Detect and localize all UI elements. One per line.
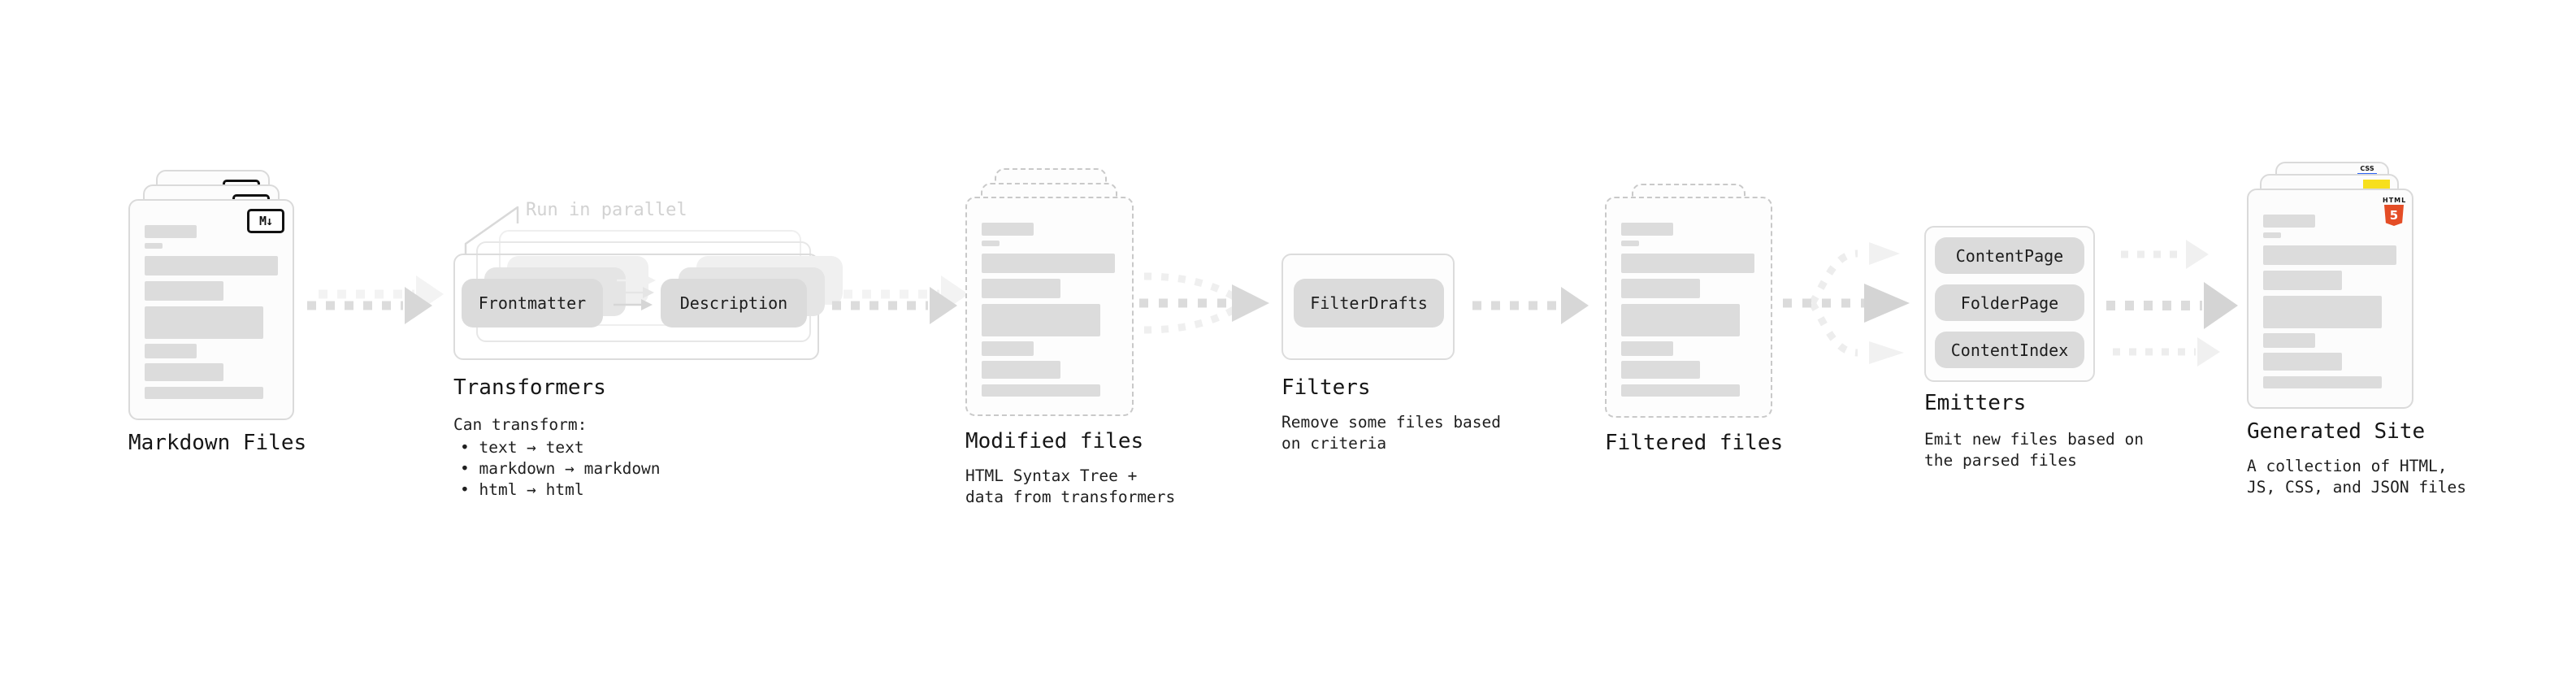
text-placeholder-bar bbox=[982, 241, 1000, 246]
filters-subtitle: on criteria bbox=[1281, 434, 1387, 453]
parallel-arrow-icon bbox=[614, 299, 653, 310]
flow-arrow-merge-to-filters bbox=[1139, 272, 1269, 334]
text-placeholder-bar bbox=[982, 223, 1034, 236]
transformers-bullet: • html → html bbox=[460, 480, 584, 499]
transformers-caption: Can transform: bbox=[453, 415, 588, 434]
site-file-card-front: HTML 5 bbox=[2247, 189, 2413, 409]
text-placeholder-bar bbox=[145, 281, 223, 301]
stage-title-emitters: Emitters bbox=[1924, 391, 2027, 415]
flow-arrow-fork-to-emitters bbox=[1783, 242, 1910, 364]
flow-arrow-filters-to-filtered bbox=[1472, 283, 1589, 328]
filters-subtitle: Remove some files based bbox=[1281, 413, 1502, 432]
parallel-arrow-icon bbox=[617, 275, 656, 286]
text-placeholder-bar bbox=[2263, 271, 2342, 290]
text-placeholder-bar bbox=[2263, 296, 2382, 328]
stage-title-generated-site: Generated Site bbox=[2247, 419, 2426, 444]
html5-icon: HTML 5 bbox=[2383, 197, 2405, 226]
text-placeholder-bar bbox=[2263, 245, 2396, 265]
text-placeholder-bar bbox=[145, 306, 263, 339]
contentindex-pill: ContentIndex bbox=[1935, 332, 2084, 368]
description-pill: Description bbox=[661, 279, 807, 327]
javascript-icon bbox=[2363, 180, 2390, 191]
contentpage-pill: ContentPage bbox=[1935, 237, 2084, 274]
stage-title-filters: Filters bbox=[1281, 375, 1371, 400]
text-placeholder-bar bbox=[2263, 215, 2315, 228]
emitters-subtitle: the parsed files bbox=[1924, 451, 2077, 470]
text-placeholder-bar bbox=[982, 341, 1034, 356]
generated-site-subtitle: A collection of HTML, bbox=[2247, 457, 2448, 475]
generated-site-subtitle: JS, CSS, and JSON files bbox=[2247, 478, 2467, 497]
text-placeholder-bar bbox=[145, 243, 163, 249]
text-placeholder-bar bbox=[982, 279, 1060, 298]
parallel-arrow-icon bbox=[615, 287, 654, 298]
modified-file-card-front bbox=[965, 197, 1134, 416]
text-placeholder-bar bbox=[1621, 223, 1673, 236]
stage-title-markdown-files: Markdown Files bbox=[128, 431, 307, 455]
markdown-icon: M↓ bbox=[247, 209, 284, 233]
text-placeholder-bar bbox=[1621, 254, 1754, 273]
text-placeholder-bar bbox=[145, 256, 278, 275]
text-placeholder-bar bbox=[1621, 304, 1740, 336]
folderpage-pill: FolderPage bbox=[1935, 284, 2084, 321]
markdown-file-card-front: M↓ bbox=[128, 199, 294, 420]
modified-files-subtitle: HTML Syntax Tree + bbox=[965, 466, 1138, 485]
text-placeholder-bar bbox=[982, 304, 1100, 336]
frontmatter-pill: Frontmatter bbox=[462, 279, 603, 327]
transformers-bullet: • text → text bbox=[460, 438, 584, 457]
text-placeholder-bar bbox=[1621, 384, 1740, 397]
text-placeholder-bar bbox=[145, 225, 197, 238]
modified-files-subtitle: data from transformers bbox=[965, 488, 1176, 506]
annotation-leader-line bbox=[464, 206, 519, 254]
text-placeholder-bar bbox=[2263, 333, 2315, 348]
text-placeholder-bar bbox=[982, 384, 1100, 397]
transformers-bullet: • markdown → markdown bbox=[460, 459, 661, 478]
text-placeholder-bar bbox=[1621, 341, 1673, 356]
text-placeholder-bar bbox=[2263, 376, 2382, 388]
filtered-file-card-front bbox=[1605, 197, 1772, 418]
text-placeholder-bar bbox=[2263, 232, 2281, 238]
text-placeholder-bar bbox=[982, 361, 1060, 379]
stage-title-transformers: Transformers bbox=[453, 375, 606, 400]
stage-title-modified-files: Modified files bbox=[965, 429, 1144, 453]
text-placeholder-bar bbox=[145, 344, 197, 358]
emitters-subtitle: Emit new files based on bbox=[1924, 430, 2144, 449]
text-placeholder-bar bbox=[145, 387, 263, 399]
text-placeholder-bar bbox=[1621, 361, 1700, 379]
stage-title-filtered-files: Filtered files bbox=[1605, 431, 1784, 455]
text-placeholder-bar bbox=[145, 363, 223, 381]
text-placeholder-bar bbox=[982, 254, 1115, 273]
text-placeholder-bar bbox=[1621, 279, 1700, 298]
text-placeholder-bar bbox=[2263, 353, 2342, 371]
text-placeholder-bar bbox=[1621, 241, 1639, 246]
run-in-parallel-annotation: Run in parallel bbox=[526, 200, 687, 220]
filterdrafts-pill: FilterDrafts bbox=[1294, 279, 1444, 327]
